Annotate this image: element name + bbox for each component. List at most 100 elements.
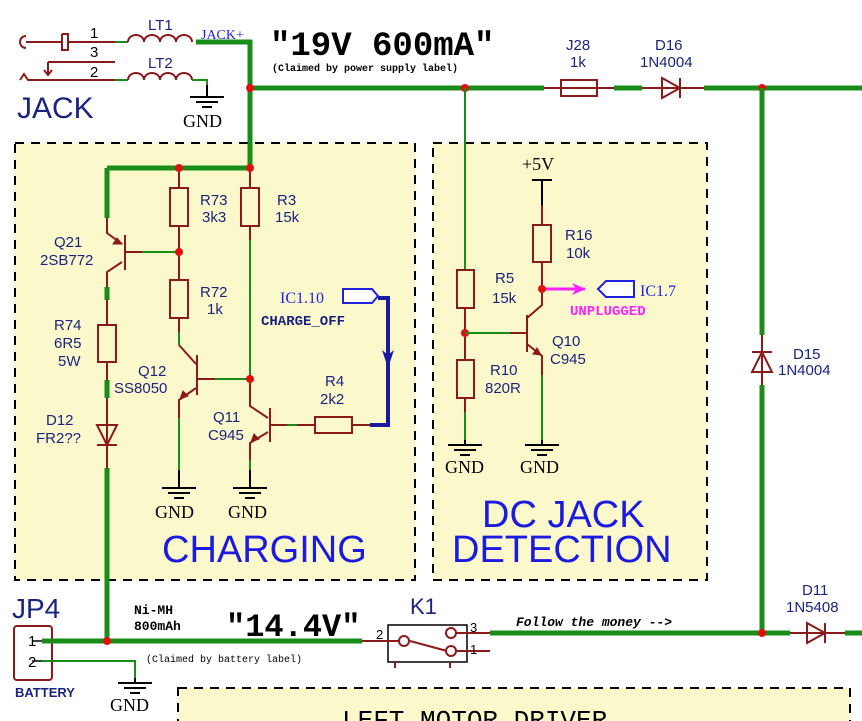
svg-text:R73: R73 — [200, 192, 228, 209]
svg-text:10k: 10k — [566, 245, 591, 262]
dc-jack-detection-section — [432, 142, 708, 581]
svg-text:J28: J28 — [566, 37, 590, 54]
junction — [246, 84, 254, 92]
svg-text:GND: GND — [520, 457, 559, 477]
svg-text:3k3: 3k3 — [202, 209, 226, 226]
gnd-symbol: GND — [155, 470, 196, 522]
gnd-symbol: GND — [183, 85, 224, 131]
supply-note: (Claimed by power supply label) — [272, 63, 458, 75]
gnd-symbol: GND — [520, 440, 559, 477]
transistor-q12: Q12 SS8050 — [114, 344, 250, 470]
svg-text:2SB772: 2SB772 — [40, 252, 93, 269]
svg-text:Q11: Q11 — [213, 409, 240, 426]
resistor-r72: R72 1k — [169, 256, 228, 332]
svg-text:3: 3 — [470, 620, 477, 635]
port-ic1-7: IC1.7 UNPLUGGED — [570, 280, 676, 320]
battery-note: (Claimed by battery label) — [146, 654, 302, 666]
arrow-right-icon — [572, 283, 586, 295]
svg-text:GND: GND — [110, 695, 149, 715]
svg-text:15k: 15k — [275, 209, 300, 226]
gnd-symbol: GND — [445, 440, 484, 477]
transistor-q11: Q11 C945 — [208, 383, 297, 470]
svg-text:R3: R3 — [277, 192, 296, 209]
svg-text:820R: 820R — [485, 380, 521, 397]
svg-text:BATTERY: BATTERY — [15, 685, 75, 700]
svg-text:CHARGE_OFF: CHARGE_OFF — [261, 314, 345, 330]
battery-capacity: 800mAh — [134, 619, 181, 634]
svg-text:1k: 1k — [570, 54, 586, 71]
diode-d12: D12 FR2?? — [36, 398, 119, 468]
resistor-r5: R5 15k — [456, 269, 517, 333]
left-motor-driver-title: LEFT MOTOR DRIVER — [342, 706, 607, 721]
left-motor-driver-section — [177, 687, 851, 721]
svg-text:1N5408: 1N5408 — [786, 599, 839, 616]
svg-text:1N4004: 1N4004 — [778, 362, 831, 379]
junction — [246, 375, 254, 383]
transistor-q10: Q10 C945 — [510, 293, 586, 440]
relay-k1: K1 2 3 1 — [362, 594, 490, 668]
svg-text:JACK: JACK — [17, 92, 94, 125]
gnd-symbol: GND — [228, 470, 267, 522]
svg-text:SS8050: SS8050 — [114, 380, 167, 397]
resistor-r10: R10 820R — [456, 337, 521, 412]
svg-text:Q12: Q12 — [138, 363, 166, 380]
svg-text:2: 2 — [28, 654, 36, 671]
resistor-r74: R74 6R5 5W — [54, 300, 117, 380]
diode-d16: D16 1N4004 — [640, 37, 704, 100]
svg-text:LT2: LT2 — [148, 55, 173, 72]
junction — [175, 248, 183, 256]
svg-text:R72: R72 — [200, 284, 228, 301]
svg-text:D15: D15 — [793, 346, 821, 363]
svg-text:UNPLUGGED: UNPLUGGED — [570, 304, 646, 320]
svg-text:1: 1 — [470, 642, 477, 657]
svg-text:R16: R16 — [565, 227, 593, 244]
junction — [538, 285, 546, 293]
charging-title: CHARGING — [162, 529, 367, 571]
supply-voltage-label: "19V 600mA" — [270, 28, 494, 66]
svg-text:15k: 15k — [492, 290, 517, 307]
resistor-j28: J28 1k — [544, 37, 614, 100]
diode-d11: D11 1N5408 — [786, 582, 845, 645]
arrow-down-icon — [382, 350, 394, 368]
svg-text:R74: R74 — [54, 317, 82, 334]
battery-connector-jp4: JP4 1 2 BATTERY — [12, 593, 75, 700]
svg-text:+5V: +5V — [522, 154, 554, 174]
detection-title: DETECTION — [452, 529, 672, 571]
svg-text:R5: R5 — [495, 270, 514, 287]
svg-text:1: 1 — [90, 25, 98, 42]
jack-connector: 1 3 2 JACK — [17, 25, 115, 125]
svg-text:2k2: 2k2 — [320, 391, 344, 408]
junction — [175, 164, 183, 172]
diode-d15: D15 1N4004 — [750, 335, 831, 385]
transistor-q21: Q21 2SB772 — [40, 218, 179, 287]
svg-text:5W: 5W — [58, 353, 81, 370]
port-ic1-10: IC1.10 CHARGE_OFF — [261, 288, 380, 330]
inductor-lt1: LT1 — [115, 17, 193, 43]
battery-chemistry: Ni-MH — [134, 603, 173, 618]
svg-text:3: 3 — [90, 44, 98, 61]
junction — [103, 637, 111, 645]
junction — [246, 164, 254, 172]
resistor-r73: R73 3k3 — [169, 172, 228, 252]
svg-text:Q21: Q21 — [54, 234, 82, 251]
svg-text:C945: C945 — [208, 427, 244, 444]
svg-text:R4: R4 — [325, 373, 344, 390]
svg-text:C945: C945 — [550, 351, 586, 368]
svg-text:GND: GND — [228, 502, 267, 522]
junction — [758, 629, 766, 637]
vcc-symbol: +5V — [522, 154, 554, 205]
resistor-r3: R3 15k — [240, 172, 300, 240]
svg-text:1k: 1k — [207, 301, 223, 318]
svg-text:JP4: JP4 — [12, 593, 60, 624]
resistor-r4: R4 2k2 — [297, 373, 370, 434]
svg-text:Q10: Q10 — [552, 333, 580, 350]
svg-text:6R5: 6R5 — [54, 335, 82, 352]
svg-text:2: 2 — [376, 627, 383, 642]
svg-text:LT1: LT1 — [148, 17, 173, 34]
svg-text:R10: R10 — [490, 362, 518, 379]
charging-section — [14, 142, 416, 581]
svg-text:IC1.10: IC1.10 — [280, 290, 324, 307]
svg-text:D16: D16 — [655, 37, 683, 54]
dc-jack-title: DC JACK — [482, 494, 645, 536]
svg-text:GND: GND — [183, 111, 222, 131]
